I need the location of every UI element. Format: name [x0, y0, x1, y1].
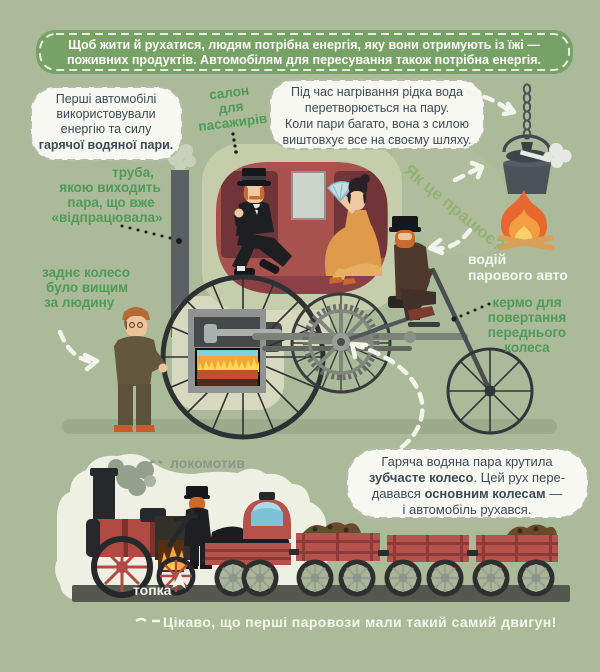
svg-text:Під час нагрівання рідка вода: Під час нагрівання рідка вода — [291, 85, 463, 99]
svg-text:труба,: труба, — [112, 165, 154, 180]
svg-text:кермо для: кермо для — [492, 295, 561, 310]
svg-text:перетворюється на пару.: перетворюється на пару. — [305, 101, 449, 115]
svg-text:гарячої водяної пари.: гарячої водяної пари. — [39, 138, 174, 152]
svg-text:Перші автомобілі: Перші автомобілі — [56, 92, 157, 106]
svg-text:поживних продуктів. Автомобіл: поживних продуктів. Автомобілям для пере… — [67, 53, 541, 67]
svg-text:парового авто: парового авто — [468, 267, 568, 283]
svg-text:якою виходить: якою виходить — [59, 180, 161, 195]
svg-text:за людину: за людину — [44, 295, 115, 310]
svg-text:колеса: колеса — [504, 340, 550, 355]
svg-text:водій: водій — [468, 251, 506, 267]
svg-text:Щоб жити й рухатися, людям пот: Щоб жити й рухатися, людям потрібна енер… — [68, 38, 540, 52]
svg-text:топка: топка — [133, 582, 172, 598]
svg-text:і автомобіль рухався.: і автомобіль рухався. — [403, 502, 532, 517]
svg-text:Цікаво, що перші паровози: Цікаво, що перші паровози мали такий сам… — [163, 614, 557, 630]
svg-text:зубчасте колесо. Цей рух пере-: зубчасте колесо. Цей рух пере- — [369, 470, 565, 485]
svg-text:було вищим: було вищим — [46, 280, 128, 295]
svg-text:переднього: переднього — [488, 325, 566, 340]
svg-text:давався основним колесам —: давався основним колесам — — [372, 486, 563, 501]
svg-text:Коли пари багато, вона з силою: Коли пари багато, вона з силою — [285, 117, 469, 131]
svg-text:пара, що вже: пара, що вже — [67, 195, 155, 210]
svg-text:для: для — [218, 99, 245, 117]
svg-text:енергію та силу: енергію та силу — [61, 122, 152, 136]
svg-text:використовували: використовували — [56, 107, 155, 121]
svg-text:салон: салон — [208, 83, 250, 103]
svg-text:виштовхує все на своєму шляху.: виштовхує все на своєму шляху. — [282, 133, 471, 147]
svg-text:«відпрацювала»: «відпрацювала» — [51, 210, 162, 225]
svg-text:Гаряча водяна пара крутила: Гаряча водяна пара крутила — [381, 454, 553, 469]
svg-text:локомотив: локомотив — [170, 455, 245, 471]
svg-text:повертання: повертання — [488, 310, 566, 325]
svg-text:заднє колесо: заднє колесо — [42, 265, 130, 280]
